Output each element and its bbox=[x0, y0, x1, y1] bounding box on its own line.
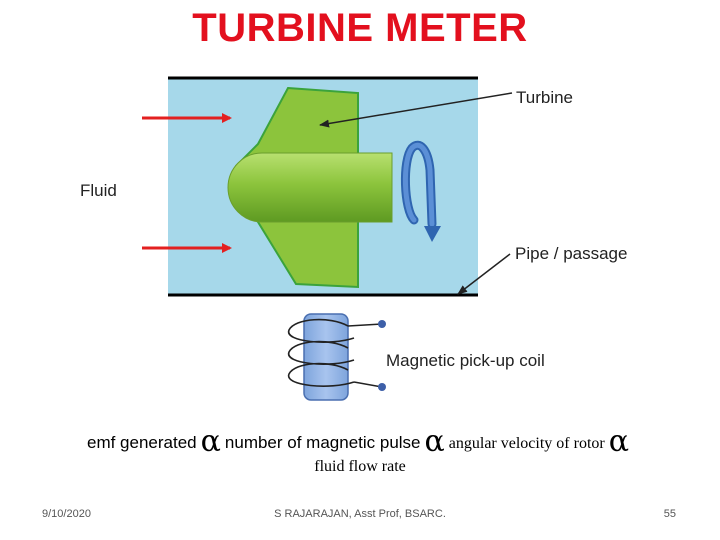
rotation-arrow-icon bbox=[400, 140, 441, 242]
pipe-pointer-arrow bbox=[457, 253, 511, 295]
footer-date: 9/10/2020 bbox=[42, 508, 91, 520]
formula-flow-rate: fluid flow rate bbox=[314, 458, 406, 475]
fluid-label: Fluid bbox=[80, 181, 117, 200]
slide-number: 55 bbox=[663, 508, 676, 520]
formula-angular-velocity: angular velocity of rotor bbox=[448, 435, 605, 452]
coil-label: Magnetic pick-up coil bbox=[386, 351, 545, 370]
pickup-coil bbox=[288, 313, 386, 401]
footer-author: S RAJARAJAN, Asst Prof, BSARC. bbox=[274, 508, 446, 520]
proportional-symbol: α bbox=[200, 424, 221, 459]
formula-emf: emf generated bbox=[87, 433, 197, 452]
turbine-hub bbox=[227, 152, 393, 223]
formula-pulses: number of magnetic pulse bbox=[224, 433, 421, 452]
proportional-symbol: α bbox=[608, 424, 629, 459]
page-title: TURBINE METER bbox=[192, 6, 528, 50]
turbine-pointer-arrow bbox=[319, 92, 513, 128]
turbine-label: Turbine bbox=[516, 88, 573, 107]
pipe-label: Pipe / passage bbox=[515, 244, 627, 263]
proportional-symbol: α bbox=[424, 424, 445, 459]
